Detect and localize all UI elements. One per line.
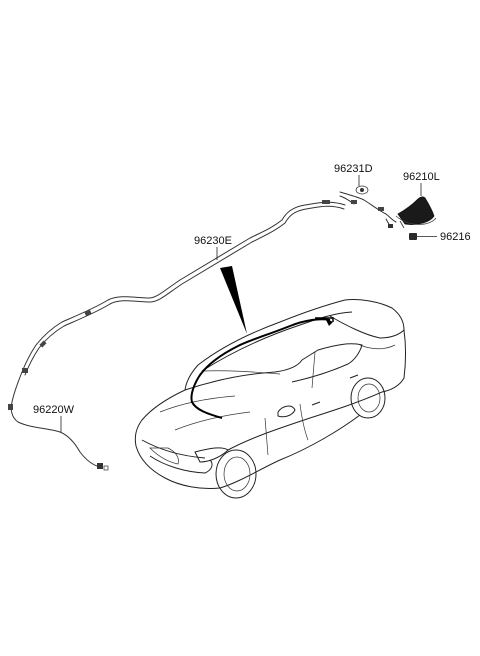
part-label-96230e: 96230E	[194, 235, 232, 247]
cable-connector	[103, 465, 109, 471]
cable-clip	[8, 404, 13, 410]
front-wheel	[215, 449, 257, 499]
cable-clip	[84, 309, 92, 317]
cable-clip	[22, 368, 28, 373]
cable-clip	[39, 340, 47, 348]
part-label-96220w: 96220W	[33, 404, 75, 416]
in-car-cable-routing	[190, 317, 334, 419]
part-label-96210l: 96210L	[403, 171, 440, 183]
rear-wheel	[350, 377, 386, 419]
feeder-cable-assembly	[8, 200, 346, 471]
cable-connector	[97, 463, 103, 469]
feeder-cable-parallel	[24, 205, 345, 376]
screw-96216	[409, 233, 437, 240]
shark-fin-antenna-96210l	[395, 196, 437, 229]
part-label-96216: 96216	[440, 231, 471, 243]
car-body	[134, 299, 406, 499]
feeder-cable-96230e	[10, 201, 346, 468]
cable-clip	[322, 200, 330, 204]
part-label-96231d: 96231D	[334, 163, 373, 175]
roof-feeder-96231d	[339, 185, 397, 228]
connector-ring	[355, 185, 369, 195]
callout-pointer	[220, 266, 247, 334]
